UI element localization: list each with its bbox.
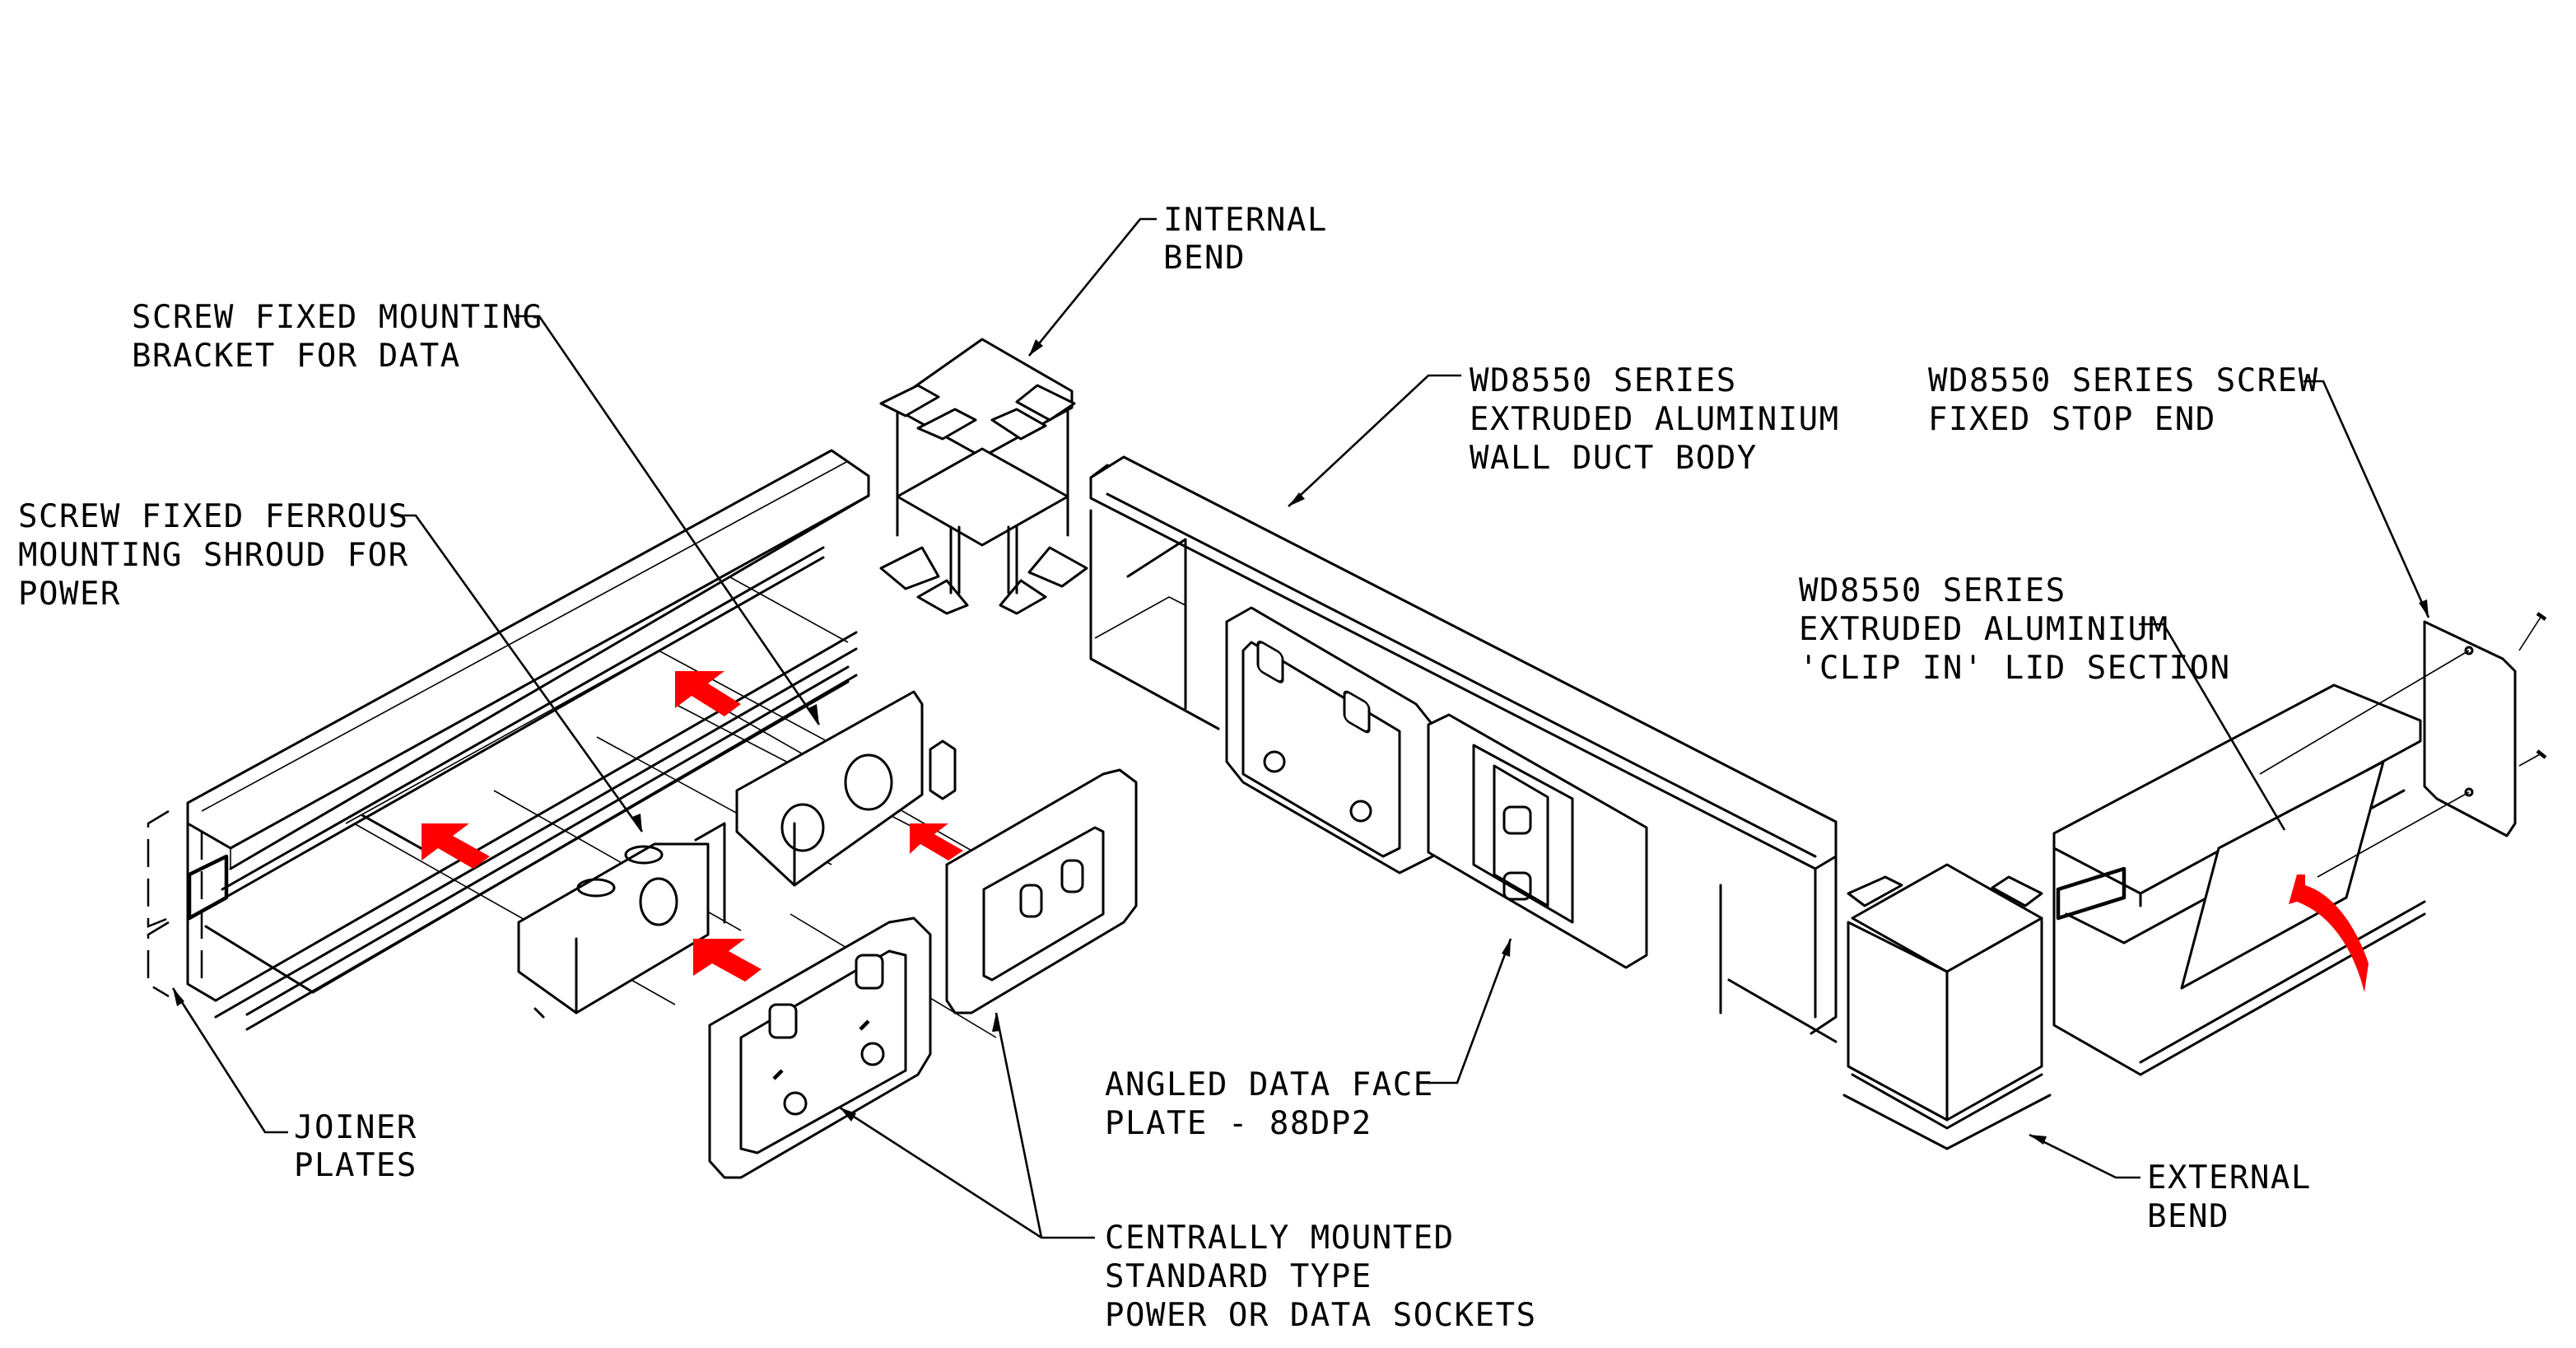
label-line: POWER OR DATA SOCKETS — [1105, 1297, 1537, 1334]
label-line: WD8550 SERIES — [1470, 362, 1737, 399]
label-line: WALL DUCT BODY — [1470, 440, 1758, 477]
insert-arrow-icon — [675, 671, 741, 716]
label-line: JOINER — [294, 1109, 417, 1146]
label-angled-data-face: ANGLED DATA FACE PLATE - 88DP2 — [1105, 1066, 1434, 1142]
label-external-bend: EXTERNAL BEND — [2147, 1159, 2312, 1235]
label-line: SCREW FIXED FERROUS — [18, 498, 409, 535]
label-centrally-mounted: CENTRALLY MOUNTED STANDARD TYPE POWER OR… — [1105, 1220, 1537, 1334]
label-line: MOUNTING SHROUD FOR — [18, 537, 409, 574]
label-line: BEND — [2147, 1198, 2229, 1235]
label-screw-fixed-shroud: SCREW FIXED FERROUS MOUNTING SHROUD FOR … — [18, 498, 409, 613]
power-shroud — [517, 822, 726, 1019]
data-bracket — [735, 690, 957, 887]
label-line: ANGLED DATA FACE — [1105, 1066, 1434, 1103]
insert-arrow-icon — [693, 939, 762, 982]
external-bend — [1842, 863, 2052, 1150]
label-line: BEND — [1163, 240, 1246, 277]
label-line: STANDARD TYPE — [1105, 1258, 1372, 1295]
label-line: SCREW FIXED MOUNTING — [132, 299, 543, 336]
rotate-arrow-icon — [2289, 875, 2369, 992]
label-line: INTERNAL — [1163, 202, 1328, 239]
insertion-arrows — [422, 671, 963, 982]
leader-lines — [171, 217, 2430, 1239]
label-line: EXTERNAL — [2147, 1159, 2312, 1196]
label-line: BRACKET FOR DATA — [132, 338, 461, 375]
blank-data-plate — [945, 768, 1138, 1014]
label-internal-bend: INTERNAL BEND — [1163, 202, 1328, 277]
label-clip-in-lid: WD8550 SERIES EXTRUDED ALUMINIUM 'CLIP I… — [1799, 572, 2231, 687]
label-line: EXTRUDED ALUMINIUM — [1799, 611, 2169, 648]
label-line: 'CLIP IN' LID SECTION — [1799, 650, 2231, 687]
label-line: CENTRALLY MOUNTED — [1105, 1220, 1455, 1257]
label-line: WD8550 SERIES — [1799, 572, 2066, 609]
label-line: PLATE - 88DP2 — [1105, 1105, 1372, 1142]
label-joiner-plates: JOINER PLATES — [294, 1109, 417, 1184]
double-power-outlet — [708, 917, 932, 1179]
label-line: POWER — [18, 576, 121, 613]
label-line: FIXED STOP END — [1928, 401, 2216, 438]
label-line: WD8550 SERIES SCREW — [1928, 362, 2319, 399]
label-screw-fixed-bracket: SCREW FIXED MOUNTING BRACKET FOR DATA — [132, 299, 543, 375]
label-wall-duct-body: WD8550 SERIES EXTRUDED ALUMINIUM WALL DU… — [1470, 362, 1840, 477]
insert-arrow-icon — [910, 823, 963, 861]
label-line: EXTRUDED ALUMINIUM — [1470, 401, 1840, 438]
internal-bend — [879, 338, 1088, 615]
right-duct-section — [2052, 683, 2426, 1076]
insert-arrow-icon — [422, 823, 490, 869]
label-stop-end: WD8550 SERIES SCREW FIXED STOP END — [1928, 362, 2319, 438]
stop-end-plate — [2259, 612, 2547, 878]
rotation-arrow — [2289, 875, 2369, 992]
center-duct-section — [1089, 455, 1838, 1043]
label-line: PLATES — [294, 1147, 417, 1184]
